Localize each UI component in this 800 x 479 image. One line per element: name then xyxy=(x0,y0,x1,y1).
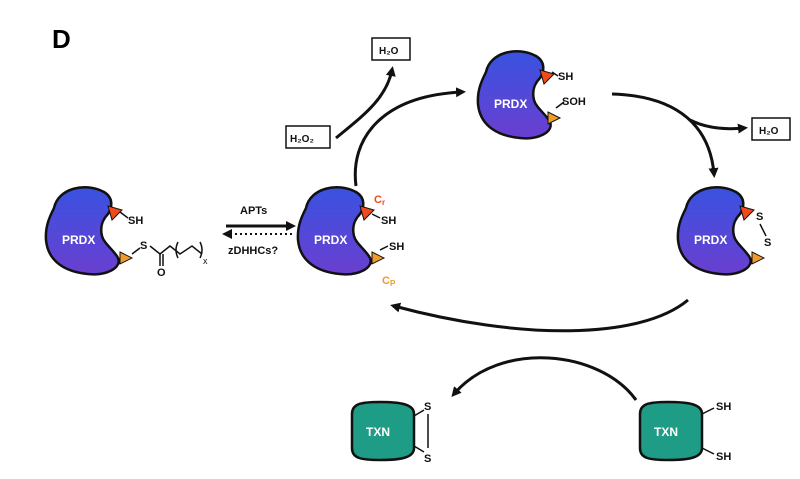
prdx-label: PRDX xyxy=(494,97,527,111)
txn-label: TXN xyxy=(654,425,678,439)
h2o-release-arrow-right xyxy=(689,118,748,134)
prdx-label: PRDX xyxy=(694,233,727,247)
resolving-cys-marker xyxy=(107,205,123,221)
cr-label: Cr xyxy=(374,194,385,207)
s-label: S xyxy=(140,240,147,252)
peroxidatic-cys-marker xyxy=(547,111,562,125)
zdhhcs-label: zDHHCs? xyxy=(228,245,278,257)
prdx-label: PRDX xyxy=(314,233,347,247)
resolving-cys-marker xyxy=(739,205,755,221)
h2o2-label: H₂O₂ xyxy=(290,134,314,145)
prdx-sulfenic: PRDX xyxy=(476,49,562,140)
h2o-box-right xyxy=(751,117,791,141)
resolving-cys-marker xyxy=(359,205,375,221)
txn-label: TXN xyxy=(366,425,390,439)
sh-label: SH xyxy=(716,451,731,463)
peroxidatic-cys-marker xyxy=(119,251,134,265)
h2o-label: H₂O xyxy=(379,46,399,57)
sh-label: SH xyxy=(558,71,573,83)
cp-label: CP xyxy=(382,275,396,288)
disulfide-formation-arrow xyxy=(611,92,719,178)
h2o-label: H₂O xyxy=(759,126,779,137)
h2o-release-arrow-top xyxy=(335,66,396,140)
sh-label: SH xyxy=(128,215,143,227)
acyl-x-label: x xyxy=(203,256,208,266)
txn-oxidized: TXN S S xyxy=(350,400,431,465)
acyl-o-label: O xyxy=(157,267,166,279)
peroxidatic-cys-marker xyxy=(751,251,766,265)
sh-label: SH xyxy=(381,215,396,227)
soh-label: SOH xyxy=(562,96,586,108)
s-label: S xyxy=(424,453,431,465)
prdx-disulfide: PRDX xyxy=(676,185,766,276)
reduction-arrow xyxy=(390,298,689,333)
acyl-chain xyxy=(149,245,203,255)
h2o-box-top xyxy=(371,37,411,61)
prdx-reduced: PRDX xyxy=(296,185,386,276)
oxidation-arrow xyxy=(353,87,466,187)
txn-reduced: TXN SH SH xyxy=(638,400,731,463)
s-label: S xyxy=(756,211,763,223)
peroxidatic-cys-marker xyxy=(371,251,386,265)
s-label: S xyxy=(764,237,771,249)
apts-label: APTs xyxy=(240,205,267,217)
h2o2-box xyxy=(285,125,331,149)
txn-oxidation-arrow xyxy=(451,356,638,401)
sh-label: SH xyxy=(716,401,731,413)
resolving-cys-marker xyxy=(539,69,555,85)
s-label: S xyxy=(424,401,431,413)
prdx-acylated: PRDX xyxy=(44,185,134,276)
panel-label: D xyxy=(52,24,71,54)
sh-label: SH xyxy=(389,241,404,253)
prdx-label: PRDX xyxy=(62,233,95,247)
